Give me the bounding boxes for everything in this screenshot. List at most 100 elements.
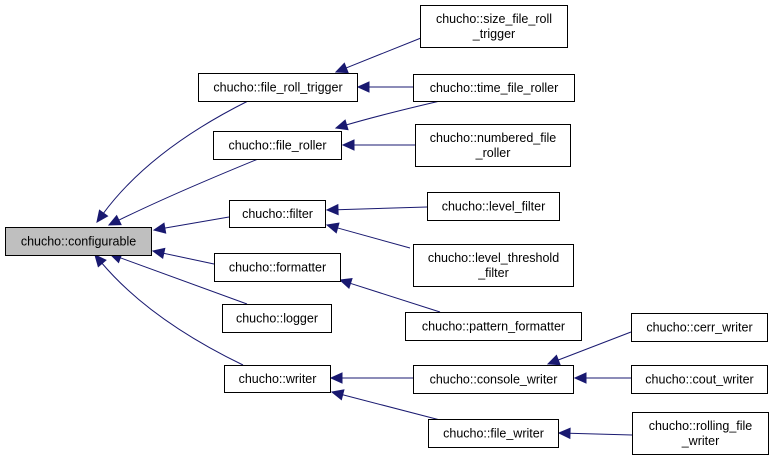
node-label: _filter — [477, 266, 509, 280]
edge-line — [568, 432, 633, 436]
edge-line — [349, 282, 441, 313]
edge-line — [345, 37, 422, 69]
class-node-filter[interactable]: chucho::filter — [229, 200, 326, 228]
node-label: chucho::time_file_roller — [430, 81, 559, 95]
node-box[interactable] — [632, 412, 769, 455]
node-box[interactable] — [413, 74, 575, 102]
node-label: chucho::file_roll_trigger — [213, 81, 342, 95]
class-node-file_roller[interactable]: chucho::file_roller — [213, 131, 342, 160]
class-node-file_roll_trigger[interactable]: chucho::file_roll_trigger — [198, 73, 358, 102]
arrowhead-icon — [151, 247, 166, 260]
node-label: chucho::formatter — [229, 261, 326, 275]
edge-cout_writer-to-console_writer — [573, 372, 631, 384]
arrowhead-icon — [338, 278, 353, 290]
arrowhead-icon — [330, 389, 345, 401]
arrowhead-icon — [334, 62, 349, 74]
node-box[interactable] — [413, 365, 574, 394]
arrowhead-icon — [96, 209, 109, 223]
edge-line — [102, 100, 249, 215]
node-label: _trigger — [472, 27, 515, 41]
class-node-numbered_file_roller[interactable]: chucho::numbered_file_roller — [415, 124, 571, 167]
arrowhead-icon — [557, 427, 571, 440]
arrowhead-icon — [573, 372, 587, 384]
class-node-logger[interactable]: chucho::logger — [222, 304, 332, 333]
arrowhead-icon — [329, 372, 343, 384]
node-label: chucho::configurable — [21, 235, 136, 249]
class-node-level_threshold_filter[interactable]: chucho::level_threshold_filter — [413, 244, 574, 287]
edge-cerr_writer-to-console_writer — [546, 331, 632, 366]
arrowhead-icon — [356, 81, 370, 93]
edge-pattern_formatter-to-formatter — [338, 278, 441, 313]
edge-rolling_file_writer-to-file_writer — [557, 427, 633, 440]
node-box[interactable] — [229, 200, 326, 228]
node-label: chucho::rolling_file — [649, 419, 753, 433]
arrowhead-icon — [546, 354, 561, 366]
node-box[interactable] — [413, 244, 574, 287]
edge-file_roll_trigger-to-configurable — [96, 100, 249, 223]
class-node-size_file_roll_trigger[interactable]: chucho::size_file_roll_trigger — [420, 5, 568, 48]
nodes-layer: chucho::configurable chucho::file_roll_tr… — [5, 5, 769, 455]
node-box[interactable] — [427, 192, 560, 221]
edge-level_filter-to-filter — [325, 203, 428, 216]
node-box[interactable] — [214, 253, 341, 282]
edge-line — [163, 216, 230, 229]
node-label: chucho::file_roller — [229, 139, 327, 153]
edge-line — [341, 394, 441, 421]
node-label: _writer — [681, 434, 720, 448]
node-label: chucho::numbered_file — [430, 131, 557, 145]
node-box[interactable] — [415, 124, 571, 167]
class-node-cerr_writer[interactable]: chucho::cerr_writer — [631, 313, 768, 342]
node-box[interactable] — [213, 131, 342, 160]
node-box[interactable] — [405, 312, 582, 341]
node-box[interactable] — [428, 419, 559, 448]
node-label: chucho::file_writer — [443, 427, 544, 441]
edge-line — [119, 256, 248, 305]
class-node-cout_writer[interactable]: chucho::cout_writer — [631, 365, 768, 394]
edge-time_file_roller-to-file_roll_trigger — [356, 81, 413, 93]
node-box[interactable] — [222, 304, 332, 333]
edge-time_file_roller-to-file_roller — [334, 100, 441, 131]
arrowhead-icon — [94, 254, 107, 268]
edge-size_file_roll_trigger-to-file_roll_trigger — [334, 37, 422, 74]
edge-level_threshold_filter-to-filter — [325, 222, 411, 249]
class-node-level_filter[interactable]: chucho::level_filter — [427, 192, 560, 221]
edge-formatter-to-configurable — [151, 247, 215, 265]
node-label: chucho::cout_writer — [645, 373, 753, 387]
class-node-formatter[interactable]: chucho::formatter — [214, 253, 341, 282]
edge-line — [336, 227, 411, 249]
arrowhead-icon — [325, 203, 339, 216]
node-label: chucho::filter — [242, 207, 313, 221]
edge-line — [557, 331, 632, 361]
class-node-writer[interactable]: chucho::writer — [224, 365, 331, 393]
node-label: chucho::console_writer — [430, 373, 558, 387]
node-box[interactable] — [198, 73, 358, 102]
class-node-file_writer[interactable]: chucho::file_writer — [428, 419, 559, 448]
edge-line — [336, 206, 428, 211]
node-label: chucho::pattern_formatter — [422, 320, 565, 334]
node-box[interactable] — [631, 365, 768, 394]
node-box[interactable] — [631, 313, 768, 342]
edge-line — [101, 262, 244, 366]
edge-line — [345, 100, 441, 126]
class-node-time_file_roller[interactable]: chucho::time_file_roller — [413, 74, 575, 102]
class-node-configurable[interactable]: chucho::configurable — [5, 227, 152, 256]
edge-filter-to-configurable — [152, 216, 230, 234]
edge-line — [117, 158, 259, 222]
node-label: chucho::level_threshold — [428, 251, 559, 265]
class-node-rolling_file_writer[interactable]: chucho::rolling_file_writer — [632, 412, 769, 455]
arrowhead-icon — [325, 222, 340, 234]
node-label: _roller — [475, 146, 511, 160]
node-label: chucho::level_filter — [442, 200, 546, 214]
class-node-console_writer[interactable]: chucho::console_writer — [413, 365, 574, 394]
edge-writer-to-configurable — [94, 254, 244, 366]
edge-console_writer-to-writer — [329, 372, 413, 384]
node-label: chucho::logger — [236, 312, 318, 326]
edges-layer — [94, 37, 633, 440]
node-box[interactable] — [420, 5, 568, 48]
node-box[interactable] — [224, 365, 331, 393]
class-node-pattern_formatter[interactable]: chucho::pattern_formatter — [405, 312, 582, 341]
arrowhead-icon — [341, 139, 355, 151]
arrowhead-icon — [152, 222, 167, 234]
node-box[interactable] — [5, 227, 152, 256]
